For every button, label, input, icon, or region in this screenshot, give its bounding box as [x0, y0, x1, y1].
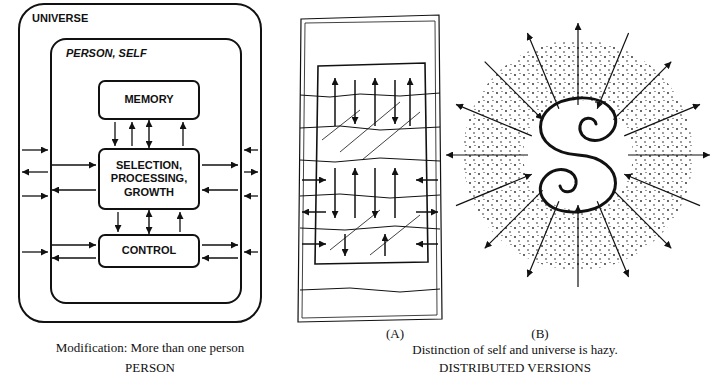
sketch-arrow — [384, 234, 386, 256]
sketch-arrow — [334, 168, 336, 218]
sketch-arrow — [334, 78, 336, 126]
sketch-arrow — [374, 78, 376, 126]
sketch-arrow — [416, 179, 438, 181]
panel-letter: (A) — [375, 326, 415, 342]
sketch-stroke — [300, 93, 440, 97]
sketch-outline — [298, 15, 442, 322]
radiating-arrow — [527, 33, 559, 109]
radiating-arrow — [485, 190, 543, 248]
memory-box: MEMORY — [98, 80, 200, 120]
sketch-arrow — [354, 80, 356, 124]
flow-arrow — [244, 251, 258, 252]
sketch-arrow — [416, 211, 438, 213]
sketch-hatch — [370, 215, 420, 255]
swirl — [540, 170, 578, 213]
sketch-stroke — [300, 288, 440, 292]
flow-arrow — [131, 122, 132, 146]
sketch-arrow — [416, 243, 438, 245]
flow-connector — [148, 210, 149, 234]
sketch-outline — [302, 21, 437, 318]
radiating-arrow — [485, 62, 543, 120]
flow-arrow — [52, 257, 96, 258]
sketch-arrow — [344, 234, 346, 256]
caption: Modification: More than one person — [20, 340, 280, 356]
caption: DISTRIBUTED VERSIONS — [350, 360, 680, 376]
radiating-arrow — [613, 190, 671, 248]
radiating-arrow — [577, 205, 578, 287]
flow-arrow — [22, 171, 48, 172]
flow-arrow — [244, 171, 258, 172]
flow-connector — [148, 120, 149, 148]
box-label: MEMORY — [124, 93, 173, 106]
radiating-arrow — [597, 201, 628, 277]
radiating-arrow — [628, 154, 710, 155]
radiating-arrow — [624, 174, 700, 205]
radiating-arrow — [456, 104, 532, 135]
flow-arrow — [52, 164, 96, 165]
sketch-hatch — [362, 112, 420, 160]
sketch-arrow — [302, 243, 326, 245]
flow-arrow — [202, 189, 238, 190]
sketch-arrow — [302, 211, 326, 213]
box-label: PERSON, SELF — [52, 40, 240, 60]
flow-arrow — [202, 244, 238, 245]
swirl — [541, 98, 616, 212]
flow-arrow — [22, 251, 48, 252]
radiating-arrow — [456, 174, 532, 205]
control-box: CONTROL — [98, 234, 200, 268]
flow-arrow — [22, 195, 48, 196]
flow-arrow — [182, 122, 183, 146]
flow-arrow — [52, 244, 96, 245]
radiating-arrow — [624, 104, 700, 135]
sketch-arrow — [394, 168, 396, 218]
radiating-arrow — [446, 154, 528, 155]
sketch-arrow — [394, 80, 396, 124]
box-label: UNIVERSE — [20, 5, 260, 25]
caption: PERSON — [20, 360, 280, 376]
panel-letter: (B) — [520, 326, 560, 342]
sketch-arrow — [374, 168, 376, 218]
caption: Distinction of self and universe is hazy… — [350, 342, 680, 358]
flow-arrow — [202, 257, 238, 258]
sketch-box — [315, 63, 428, 264]
flow-arrow — [117, 212, 118, 232]
flow-arrow — [114, 122, 115, 146]
flow-arrow — [244, 195, 258, 196]
flow-arrow — [179, 212, 180, 232]
sketch-arrow — [302, 179, 326, 181]
person-box: PERSON, SELF MEMORY SELECTION, PROCESSING,… — [50, 38, 242, 304]
radiating-arrow — [577, 23, 578, 105]
radiating-arrow — [613, 62, 671, 120]
sketch-stroke — [300, 158, 440, 162]
box-label: CONTROL — [122, 244, 176, 257]
radiating-arrow — [597, 33, 628, 109]
sketch-stroke — [300, 194, 440, 198]
swirl — [578, 98, 616, 141]
flow-arrow — [22, 149, 48, 150]
box-label: SELECTION, PROCESSING, GROWTH — [104, 159, 194, 199]
sketch-stroke — [300, 226, 440, 230]
flow-arrow — [52, 189, 96, 190]
flow-arrow — [244, 149, 258, 150]
universe-box: UNIVERSE PERSON, SELF MEMORY SELECTION, PRO… — [18, 3, 262, 323]
sketch-arrow — [409, 78, 411, 126]
flow-arrow — [202, 164, 238, 165]
processing-box: SELECTION, PROCESSING, GROWTH — [98, 148, 200, 210]
sketch-arrow — [354, 168, 356, 218]
sketch-hatch — [340, 102, 400, 152]
radiating-arrow — [527, 201, 559, 277]
